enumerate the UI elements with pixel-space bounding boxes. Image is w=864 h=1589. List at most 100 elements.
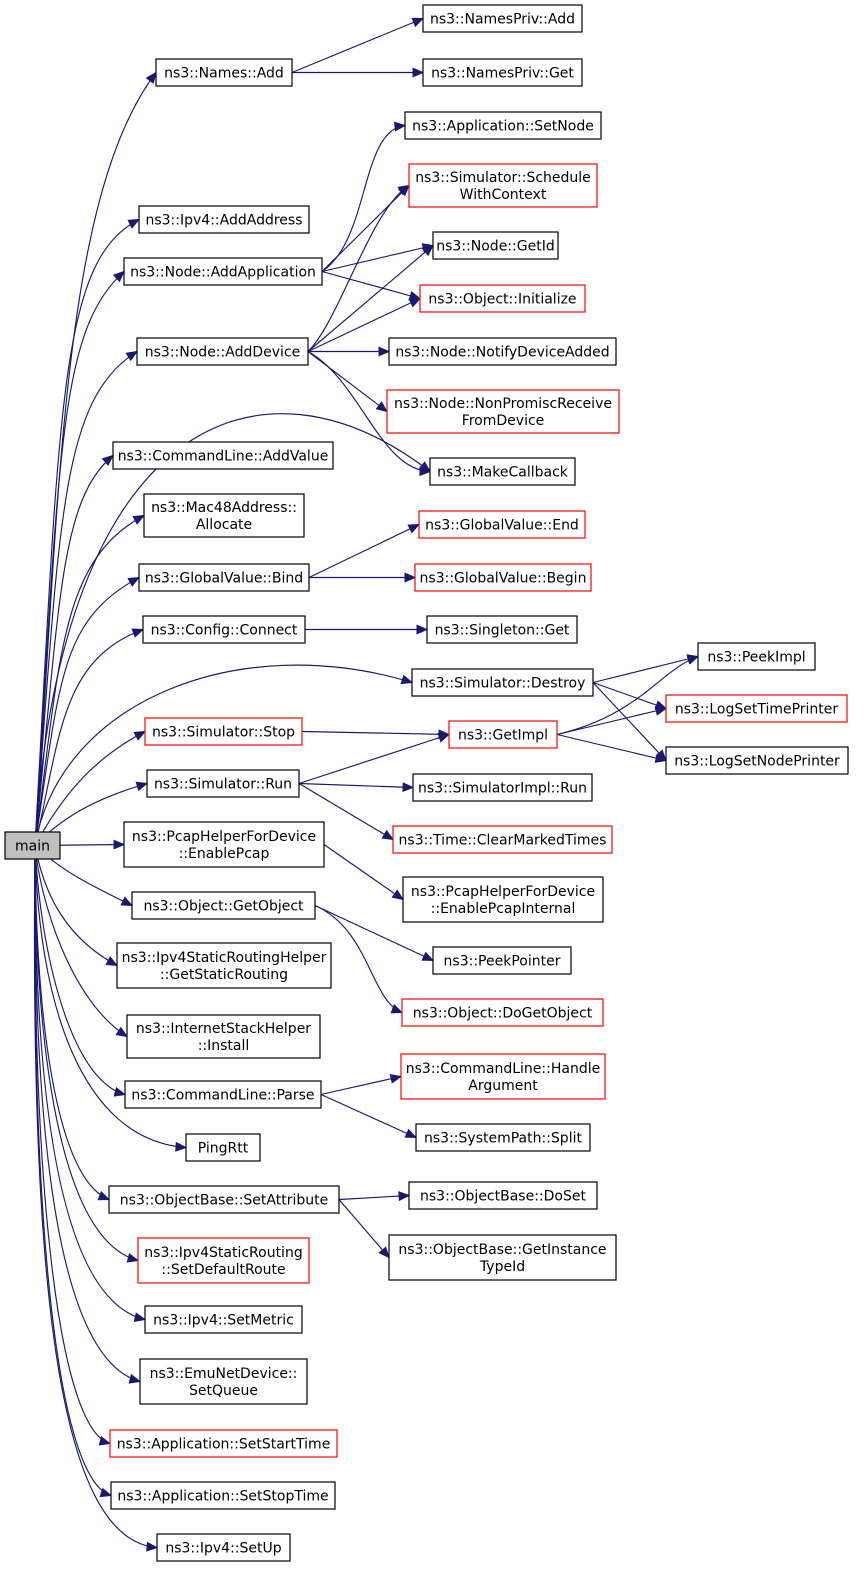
- node-label: ns3::Ipv4::SetUp: [165, 1541, 281, 1557]
- node-box: [697, 642, 816, 671]
- node-sim-run[interactable]: ns3::Simulator::Run: [146, 769, 300, 798]
- call-edge-main-to-mac48_allocate: [34, 514, 146, 846]
- node-label: main: [15, 839, 50, 855]
- node-label: ns3::Singleton::Get: [435, 623, 570, 639]
- node-label: ns3::Simulator::Schedule: [415, 170, 591, 186]
- node-makecallback[interactable]: ns3::MakeCallback: [429, 457, 576, 486]
- node-peekpointer[interactable]: ns3::PeekPointer: [432, 946, 572, 975]
- node-node-notify[interactable]: ns3::Node::NotifyDeviceAdded: [388, 337, 617, 366]
- node-obj-dogetobject[interactable]: ns3::Object::DoGetObject: [401, 998, 604, 1027]
- node-cmd-parse[interactable]: ns3::CommandLine::Parse: [124, 1080, 322, 1109]
- node-mac48-allocate[interactable]: ns3::Mac48Address::Allocate: [143, 493, 305, 538]
- node-box: [404, 111, 602, 140]
- node-box: [156, 1533, 291, 1562]
- node-ish-install[interactable]: ns3::InternetStackHelper::Install: [126, 1014, 321, 1059]
- node-app-setstart[interactable]: ns3::Application::SetStartTime: [109, 1429, 338, 1458]
- node-label: ns3::Object::DoGetObject: [413, 1006, 593, 1022]
- node-label: ns3::Ipv4::AddAddress: [145, 213, 302, 229]
- node-syspath-split[interactable]: ns3::SystemPath::Split: [415, 1123, 591, 1152]
- node-node-getid[interactable]: ns3::Node::GetId: [432, 231, 559, 260]
- node-getimpl[interactable]: ns3::GetImpl: [448, 720, 558, 749]
- node-obj-initialize[interactable]: ns3::Object::Initialize: [419, 284, 586, 313]
- node-label: ns3::CommandLine::Handle: [406, 1061, 600, 1077]
- node-node-addapp[interactable]: ns3::Node::AddApplication: [123, 257, 323, 286]
- node-namespriv-add[interactable]: ns3::NamesPriv::Add: [422, 4, 583, 33]
- node-label: ns3::Object::GetObject: [143, 899, 304, 915]
- node-gv-end[interactable]: ns3::GlobalValue::End: [418, 510, 586, 539]
- node-label: ns3::GetImpl: [458, 728, 548, 744]
- node-names-add[interactable]: ns3::Names::Add: [155, 58, 293, 87]
- node-box: [143, 493, 305, 538]
- node-box: [422, 58, 583, 87]
- node-box: [185, 1133, 261, 1162]
- node-app-setnode[interactable]: ns3::Application::SetNode: [404, 111, 602, 140]
- node-pingrtt[interactable]: PingRtt: [185, 1133, 261, 1162]
- node-ob-doset[interactable]: ns3::ObjectBase::DoSet: [408, 1181, 598, 1210]
- node-box: [144, 1305, 303, 1334]
- node-namespriv-get[interactable]: ns3::NamesPriv::Get: [422, 58, 583, 87]
- node-app-setstop[interactable]: ns3::Application::SetStopTime: [110, 1481, 336, 1510]
- call-edge-main-to-app_setstart: [34, 845, 112, 1446]
- call-edge-main-to-emu_setqueue: [34, 845, 142, 1384]
- node-sim-stop[interactable]: ns3::Simulator::Stop: [144, 717, 303, 746]
- node-label: ns3::Time::ClearMarkedTimes: [399, 833, 607, 849]
- node-box: [137, 1237, 310, 1284]
- call-edge-main-to-sim_destroy: [34, 664, 414, 846]
- node-main[interactable]: main: [4, 831, 61, 860]
- call-edge-main-to-node_addapp: [34, 270, 125, 846]
- node-pcap-internal[interactable]: ns3::PcapHelperForDevice::EnablePcapInte…: [402, 876, 604, 923]
- node-peekimpl[interactable]: ns3::PeekImpl: [697, 642, 816, 671]
- node-sim-destroy[interactable]: ns3::Simulator::Destroy: [411, 668, 594, 697]
- node-ipv4-addaddress[interactable]: ns3::Ipv4::AddAddress: [138, 205, 310, 234]
- call-edge-getimpl-to-peekimpl: [556, 655, 700, 736]
- node-gv-begin[interactable]: ns3::GlobalValue::Begin: [414, 563, 592, 592]
- call-edge-main-to-node_adddevice: [34, 350, 139, 846]
- node-ob-setattr[interactable]: ns3::ObjectBase::SetAttribute: [108, 1185, 340, 1214]
- node-label: Argument: [468, 1078, 538, 1094]
- node-ipv4-setup[interactable]: ns3::Ipv4::SetUp: [156, 1533, 291, 1562]
- node-gv-bind[interactable]: ns3::GlobalValue::Bind: [138, 563, 310, 592]
- node-logsetnode[interactable]: ns3::LogSetNodePrinter: [665, 746, 849, 775]
- node-config-connect[interactable]: ns3::Config::Connect: [142, 615, 306, 644]
- call-edge-node_adddevice-to-node_getid: [307, 244, 434, 352]
- node-box: [388, 337, 617, 366]
- node-label: ns3::CommandLine::Parse: [131, 1088, 314, 1104]
- node-ipv4sr-setdefault[interactable]: ns3::Ipv4StaticRouting::SetDefaultRoute: [137, 1237, 310, 1284]
- node-cmd-addvalue[interactable]: ns3::CommandLine::AddValue: [112, 441, 334, 470]
- node-ipv4srh-get[interactable]: ns3::Ipv4StaticRoutingHelper::GetStaticR…: [116, 942, 332, 989]
- node-label: ::Install: [198, 1038, 250, 1054]
- call-edge-names_add-to-namespriv_add: [291, 17, 425, 74]
- node-label: ::EnablePcapInternal: [431, 901, 576, 917]
- node-logsettime[interactable]: ns3::LogSetTimePrinter: [665, 694, 848, 723]
- call-edge-pcap_enable-to-pcap_internal: [323, 844, 405, 901]
- call-edge-sim_stop-to-getimpl: [301, 729, 451, 740]
- node-label: ns3::Names::Add: [164, 66, 284, 82]
- node-simimpl-run[interactable]: ns3::SimulatorImpl::Run: [412, 773, 593, 802]
- node-box: [142, 615, 306, 644]
- node-obj-getobject[interactable]: ns3::Object::GetObject: [131, 891, 316, 920]
- node-label: ns3::Application::SetNode: [412, 119, 594, 135]
- node-ipv4-setmetric[interactable]: ns3::Ipv4::SetMetric: [144, 1305, 303, 1334]
- call-edge-obj_getobject-to-obj_dogetobject: [314, 904, 404, 1014]
- node-emu-setqueue[interactable]: ns3::EmuNetDevice::SetQueue: [139, 1358, 308, 1405]
- node-box: [138, 563, 310, 592]
- node-time-clear[interactable]: ns3::Time::ClearMarkedTimes: [392, 825, 613, 854]
- call-edge-main-to-pingrtt: [34, 845, 188, 1152]
- node-label: ns3::PcapHelperForDevice: [411, 884, 595, 900]
- node-pcap-enable[interactable]: ns3::PcapHelperForDevice::EnablePcap: [123, 821, 325, 868]
- node-box: [432, 231, 559, 260]
- node-box: [408, 163, 598, 208]
- node-label: ns3::Simulator::Run: [154, 777, 292, 793]
- node-box: [116, 942, 332, 989]
- call-edge-main-to-cmd_addvalue: [34, 454, 114, 846]
- node-box: [665, 746, 849, 775]
- node-label: ns3::GlobalValue::End: [425, 518, 579, 534]
- node-singleton-get[interactable]: ns3::Singleton::Get: [426, 615, 578, 644]
- node-node-adddevice[interactable]: ns3::Node::AddDevice: [136, 337, 309, 366]
- node-label: ns3::PcapHelperForDevice: [132, 829, 316, 845]
